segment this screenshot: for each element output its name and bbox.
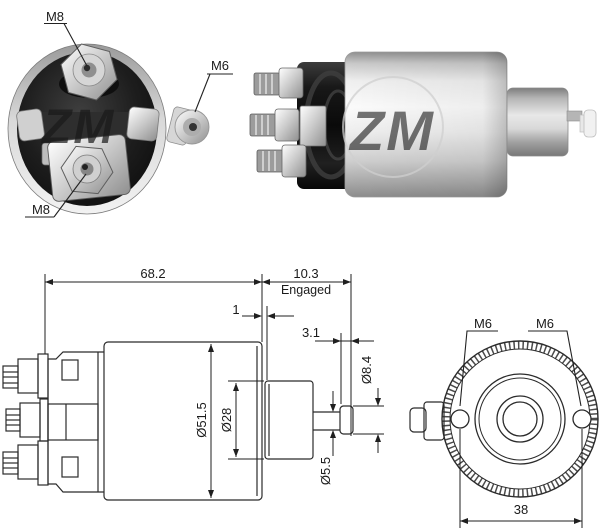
dim-rod-diameter: Ø5.5 [318, 391, 336, 485]
hole-label-left-m6: M6 [474, 316, 492, 331]
drawing-terminal-bolts [2, 353, 49, 486]
dim-plunger-travel: 10.3 Engaged [262, 266, 351, 297]
rear-view-photo: ZM M8 M6 M8 [7, 9, 233, 218]
terminal-label-top-m8: M8 [46, 9, 64, 24]
front-center-hole [502, 401, 538, 437]
svg-text:1: 1 [232, 302, 239, 317]
body-shading [345, 52, 507, 197]
dim-hole-spacing: 38 [459, 429, 583, 528]
svg-text:10.3: 10.3 [293, 266, 318, 281]
dim-body-diameter: Ø51.5 [194, 344, 214, 498]
side-dimension-drawing: 68.2 10.3 Engaged 1 3.1 [2, 266, 384, 501]
front-rim-inner-edge [449, 348, 591, 490]
terminal-stud-side-m6 [166, 106, 210, 146]
front-hatched-rim [442, 341, 598, 497]
leader-line-left-m6 [459, 330, 498, 407]
front-dimension-drawing: M6 M6 38 [409, 316, 599, 528]
drawing-body-outline [103, 341, 354, 501]
plunger-housing [506, 87, 569, 157]
svg-text:Ø51.5: Ø51.5 [194, 402, 209, 437]
mounting-hole-left [450, 409, 470, 429]
front-boss-circle [474, 373, 566, 465]
drawing-cap-outline [47, 351, 104, 493]
hole-label-right-m6: M6 [536, 316, 554, 331]
svg-text:Ø8.4: Ø8.4 [359, 356, 374, 384]
svg-text:Ø5.5: Ø5.5 [318, 457, 333, 485]
terminal-bolts [249, 67, 327, 178]
svg-text:3.1: 3.1 [302, 325, 320, 340]
dim-tip-diameter: Ø8.4 [359, 356, 381, 453]
svg-text:68.2: 68.2 [140, 266, 165, 281]
terminal-stud-bottom-m8 [47, 134, 131, 202]
svg-text:38: 38 [514, 502, 528, 517]
front-boss-inner-circle [478, 377, 562, 461]
leader-line-side-m6 [194, 73, 211, 113]
mounting-hole-right [572, 409, 592, 429]
leader-line-right-m6 [528, 330, 582, 407]
svg-text:Ø28: Ø28 [219, 408, 234, 433]
plunger-tip [583, 109, 597, 138]
front-center-bore [496, 395, 544, 443]
terminal-stud-top-m8 [59, 43, 119, 101]
brand-watermark-circle [342, 76, 444, 178]
leader-line-top-m8 [63, 23, 88, 67]
leader-line-bottom-m8 [53, 173, 87, 218]
dim-overall-length: 68.2 [45, 266, 262, 285]
extension-lines [44, 274, 384, 460]
front-side-protrusion [409, 401, 445, 441]
side-view-photo: ZM [249, 51, 597, 198]
dim-tip-length: 3.1 [302, 325, 374, 344]
dim-plunger-diameter: Ø28 [219, 383, 239, 457]
rear-view-labels: M8 M6 M8 [25, 9, 233, 218]
dim-clearance: 1 [232, 302, 294, 319]
front-hole-labels: M6 M6 [459, 316, 582, 407]
brand-watermark-side: ZM [348, 99, 435, 162]
travel-state-note: Engaged [281, 283, 331, 297]
terminal-label-side-m6: M6 [211, 58, 229, 73]
terminal-label-bottom-m8: M8 [32, 202, 50, 217]
brand-watermark-rear: ZM [40, 101, 115, 154]
